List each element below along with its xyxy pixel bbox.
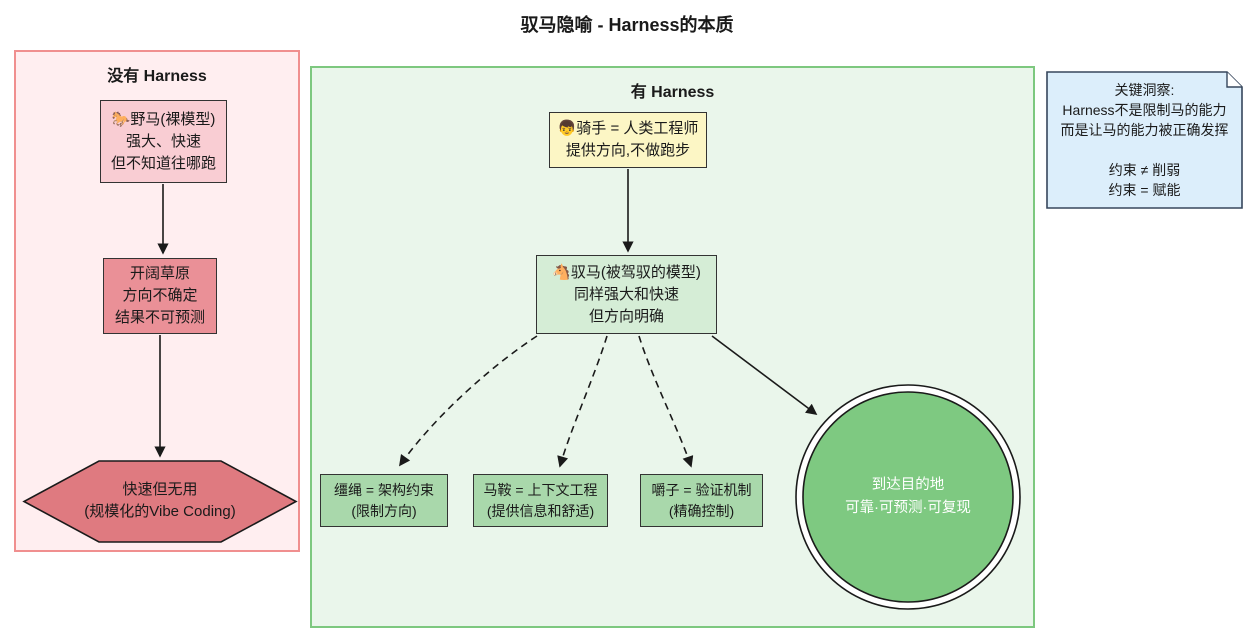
section-with-harness-label: 有 Harness	[630, 84, 715, 101]
node-rider-line: 👦骑手 = 人类工程师	[557, 120, 699, 137]
node-harnessed-horse: 🐴驭马(被驾驭的模型) 同样强大和快速 但方向明确	[536, 255, 717, 334]
node-reins-line: (限制方向)	[351, 502, 417, 519]
diagram-title: 驭马隐喻 - Harness的本质	[520, 15, 734, 35]
node-bit-line: (精确控制)	[668, 502, 735, 519]
node-outcome-line: (规模化的Vibe Coding)	[84, 503, 236, 520]
node-destination-line: 到达目的地	[871, 477, 945, 493]
node-outcome: 快速但无用 (规模化的Vibe Coding)	[30, 465, 290, 537]
node-saddle: 马鞍 = 上下文工程 (提供信息和舒适)	[473, 474, 608, 527]
node-reins-line: 缰绳 = 架构约束	[334, 481, 434, 498]
note-line: 约束 ≠ 削弱	[1108, 162, 1181, 178]
node-wild-horse-line: 强大、快速	[125, 132, 201, 150]
note-line: 关键洞察:	[1114, 82, 1175, 98]
node-destination-line: 可靠·可预测·可复现	[845, 500, 971, 516]
node-prairie: 开阔草原 方向不确定 结果不可预测	[103, 258, 217, 334]
node-wild-horse: 🐎野马(裸模型) 强大、快速 但不知道往哪跑	[100, 100, 227, 183]
section-without-harness-label: 没有 Harness	[107, 68, 207, 85]
node-prairie-line: 结果不可预测	[114, 309, 205, 326]
node-harnessed-horse-line: 但方向明确	[588, 307, 664, 325]
note-line	[1051, 140, 1238, 160]
node-wild-horse-line: 🐎野马(裸模型)	[111, 110, 216, 128]
node-reins: 缰绳 = 架构约束 (限制方向)	[320, 474, 448, 527]
node-destination: 到达目的地 可靠·可预测·可复现	[798, 455, 1018, 539]
node-saddle-line: 马鞍 = 上下文工程	[483, 481, 598, 498]
node-saddle-line: (提供信息和舒适)	[486, 502, 595, 519]
note-line: 约束 = 赋能	[1108, 182, 1181, 198]
node-prairie-line: 方向不确定	[122, 287, 198, 304]
node-wild-horse-line: 但不知道往哪跑	[110, 154, 216, 172]
node-harnessed-horse-line: 🐴驭马(被驾驭的模型)	[552, 263, 701, 281]
node-bit-line: 嚼子 = 验证机制	[651, 481, 752, 498]
node-bit: 嚼子 = 验证机制 (精确控制)	[640, 474, 763, 527]
node-outcome-line: 快速但无用	[122, 481, 198, 498]
node-rider-line: 提供方向,不做跑步	[565, 142, 691, 159]
node-harnessed-horse-line: 同样强大和快速	[573, 285, 679, 303]
note-line: Harness不是限制马的能力	[1062, 102, 1227, 118]
key-insight-note: 关键洞察: Harness不是限制马的能力 而是让马的能力被正确发挥 约束 ≠ …	[1051, 76, 1238, 204]
node-rider: 👦骑手 = 人类工程师 提供方向,不做跑步	[549, 112, 707, 168]
note-line: 而是让马的能力被正确发挥	[1060, 122, 1229, 138]
node-prairie-line: 开阔草原	[129, 265, 190, 282]
